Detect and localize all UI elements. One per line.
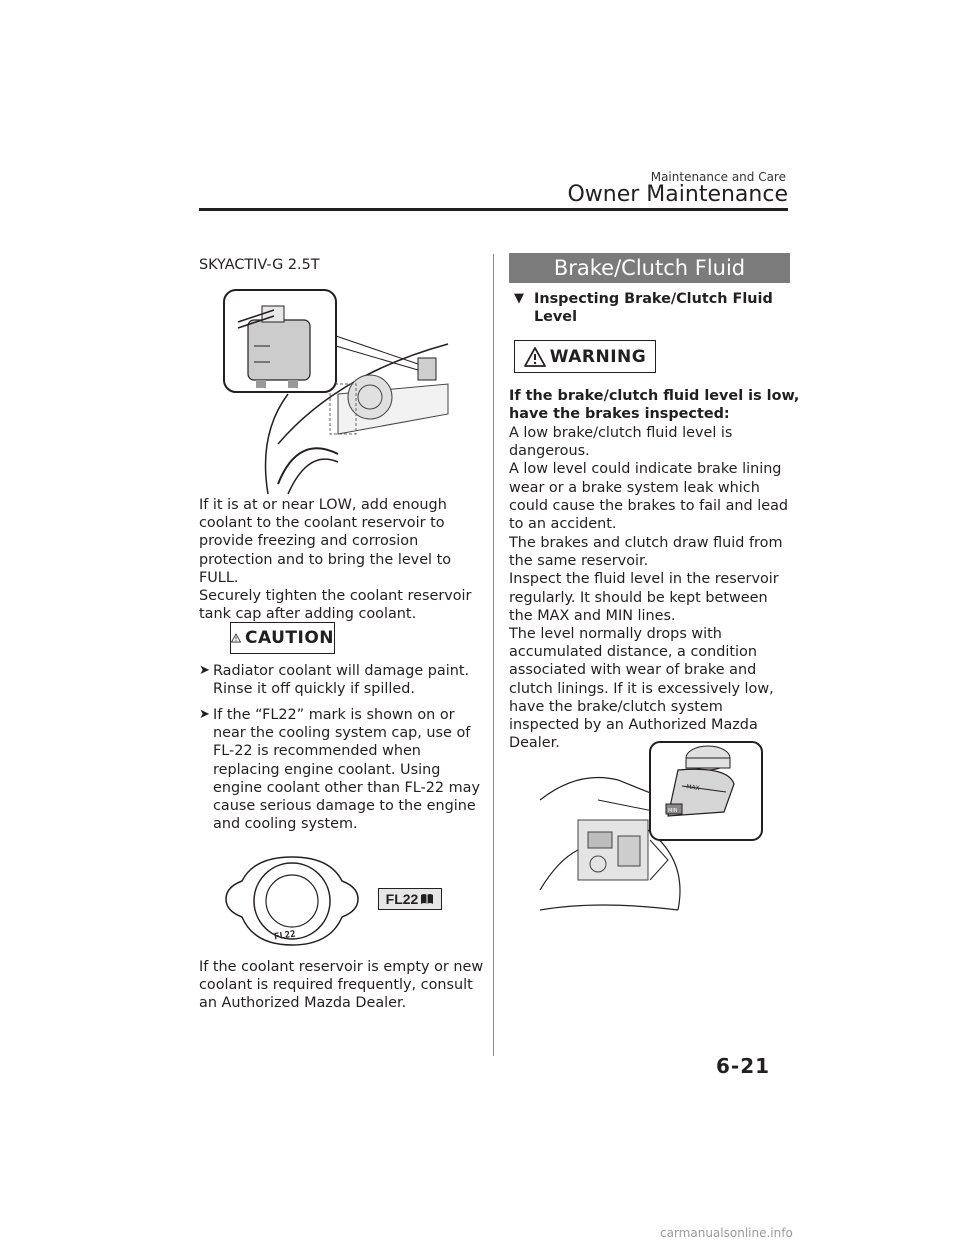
watermark: carmanualsonline.info bbox=[660, 1226, 793, 1240]
caution-bullet-text: If the “FL22” mark is shown on or near t… bbox=[213, 707, 480, 833]
header-rule bbox=[199, 208, 788, 211]
subheading: ▼ Inspecting Brake/Clutch Fluid Level bbox=[514, 290, 773, 326]
triangle-bullet-icon: ▼ bbox=[514, 291, 524, 306]
column-divider bbox=[493, 254, 494, 1056]
arrow-bullet-icon: ➤ bbox=[199, 707, 210, 722]
fl22-badge: FL22 bbox=[378, 888, 442, 910]
caution-label: CAUTION bbox=[244, 628, 334, 648]
warning-label: WARNING bbox=[549, 346, 647, 367]
warning-bold-text: If the brake/clutch fluid level is low, … bbox=[509, 388, 800, 423]
max-line-label: MAX bbox=[686, 783, 700, 792]
page-number: 6-21 bbox=[716, 1054, 771, 1078]
caution-bullet: ➤ If the “FL22” mark is shown on or near… bbox=[199, 706, 489, 833]
warning-box: WARNING bbox=[514, 340, 656, 373]
caution-box: CAUTION bbox=[230, 622, 335, 654]
chapter-title: Owner Maintenance bbox=[567, 182, 788, 207]
engine-heading: SKYACTIV-G 2.5T bbox=[199, 257, 320, 273]
fl22-cap-illustration: FL22 bbox=[225, 856, 359, 946]
coolant-instruction: If it is at or near LOW, add enough cool… bbox=[199, 497, 472, 623]
warning-text: A low brake/clutch fluid level is danger… bbox=[509, 425, 789, 533]
caution-bullet-text: Radiator coolant will damage paint. Rins… bbox=[213, 663, 470, 698]
caution-triangle-icon bbox=[231, 633, 241, 643]
arrow-bullet-icon: ➤ bbox=[199, 663, 210, 678]
caution-bullet: ➤ Radiator coolant will damage paint. Ri… bbox=[199, 662, 489, 698]
warning-triangle-icon bbox=[523, 346, 546, 367]
cap-fl22-text: FL22 bbox=[273, 930, 296, 943]
brake-fluid-paragraph: The brakes and clutch draw fluid from th… bbox=[509, 535, 783, 752]
fl22-badge-text: FL22 bbox=[385, 891, 419, 907]
dealer-advice: If the coolant reservoir is empty or new… bbox=[199, 959, 484, 1012]
book-icon bbox=[421, 894, 434, 904]
subheading-text: Inspecting Brake/Clutch Fluid Level bbox=[534, 291, 773, 326]
section-heading: Brake/Clutch Fluid bbox=[509, 253, 790, 283]
min-line-label: MIN bbox=[668, 808, 678, 814]
section-name: Maintenance and Care bbox=[650, 170, 786, 184]
brake-reservoir-illustration: MAX MIN bbox=[539, 741, 763, 911]
coolant-reservoir-illustration bbox=[223, 289, 449, 494]
